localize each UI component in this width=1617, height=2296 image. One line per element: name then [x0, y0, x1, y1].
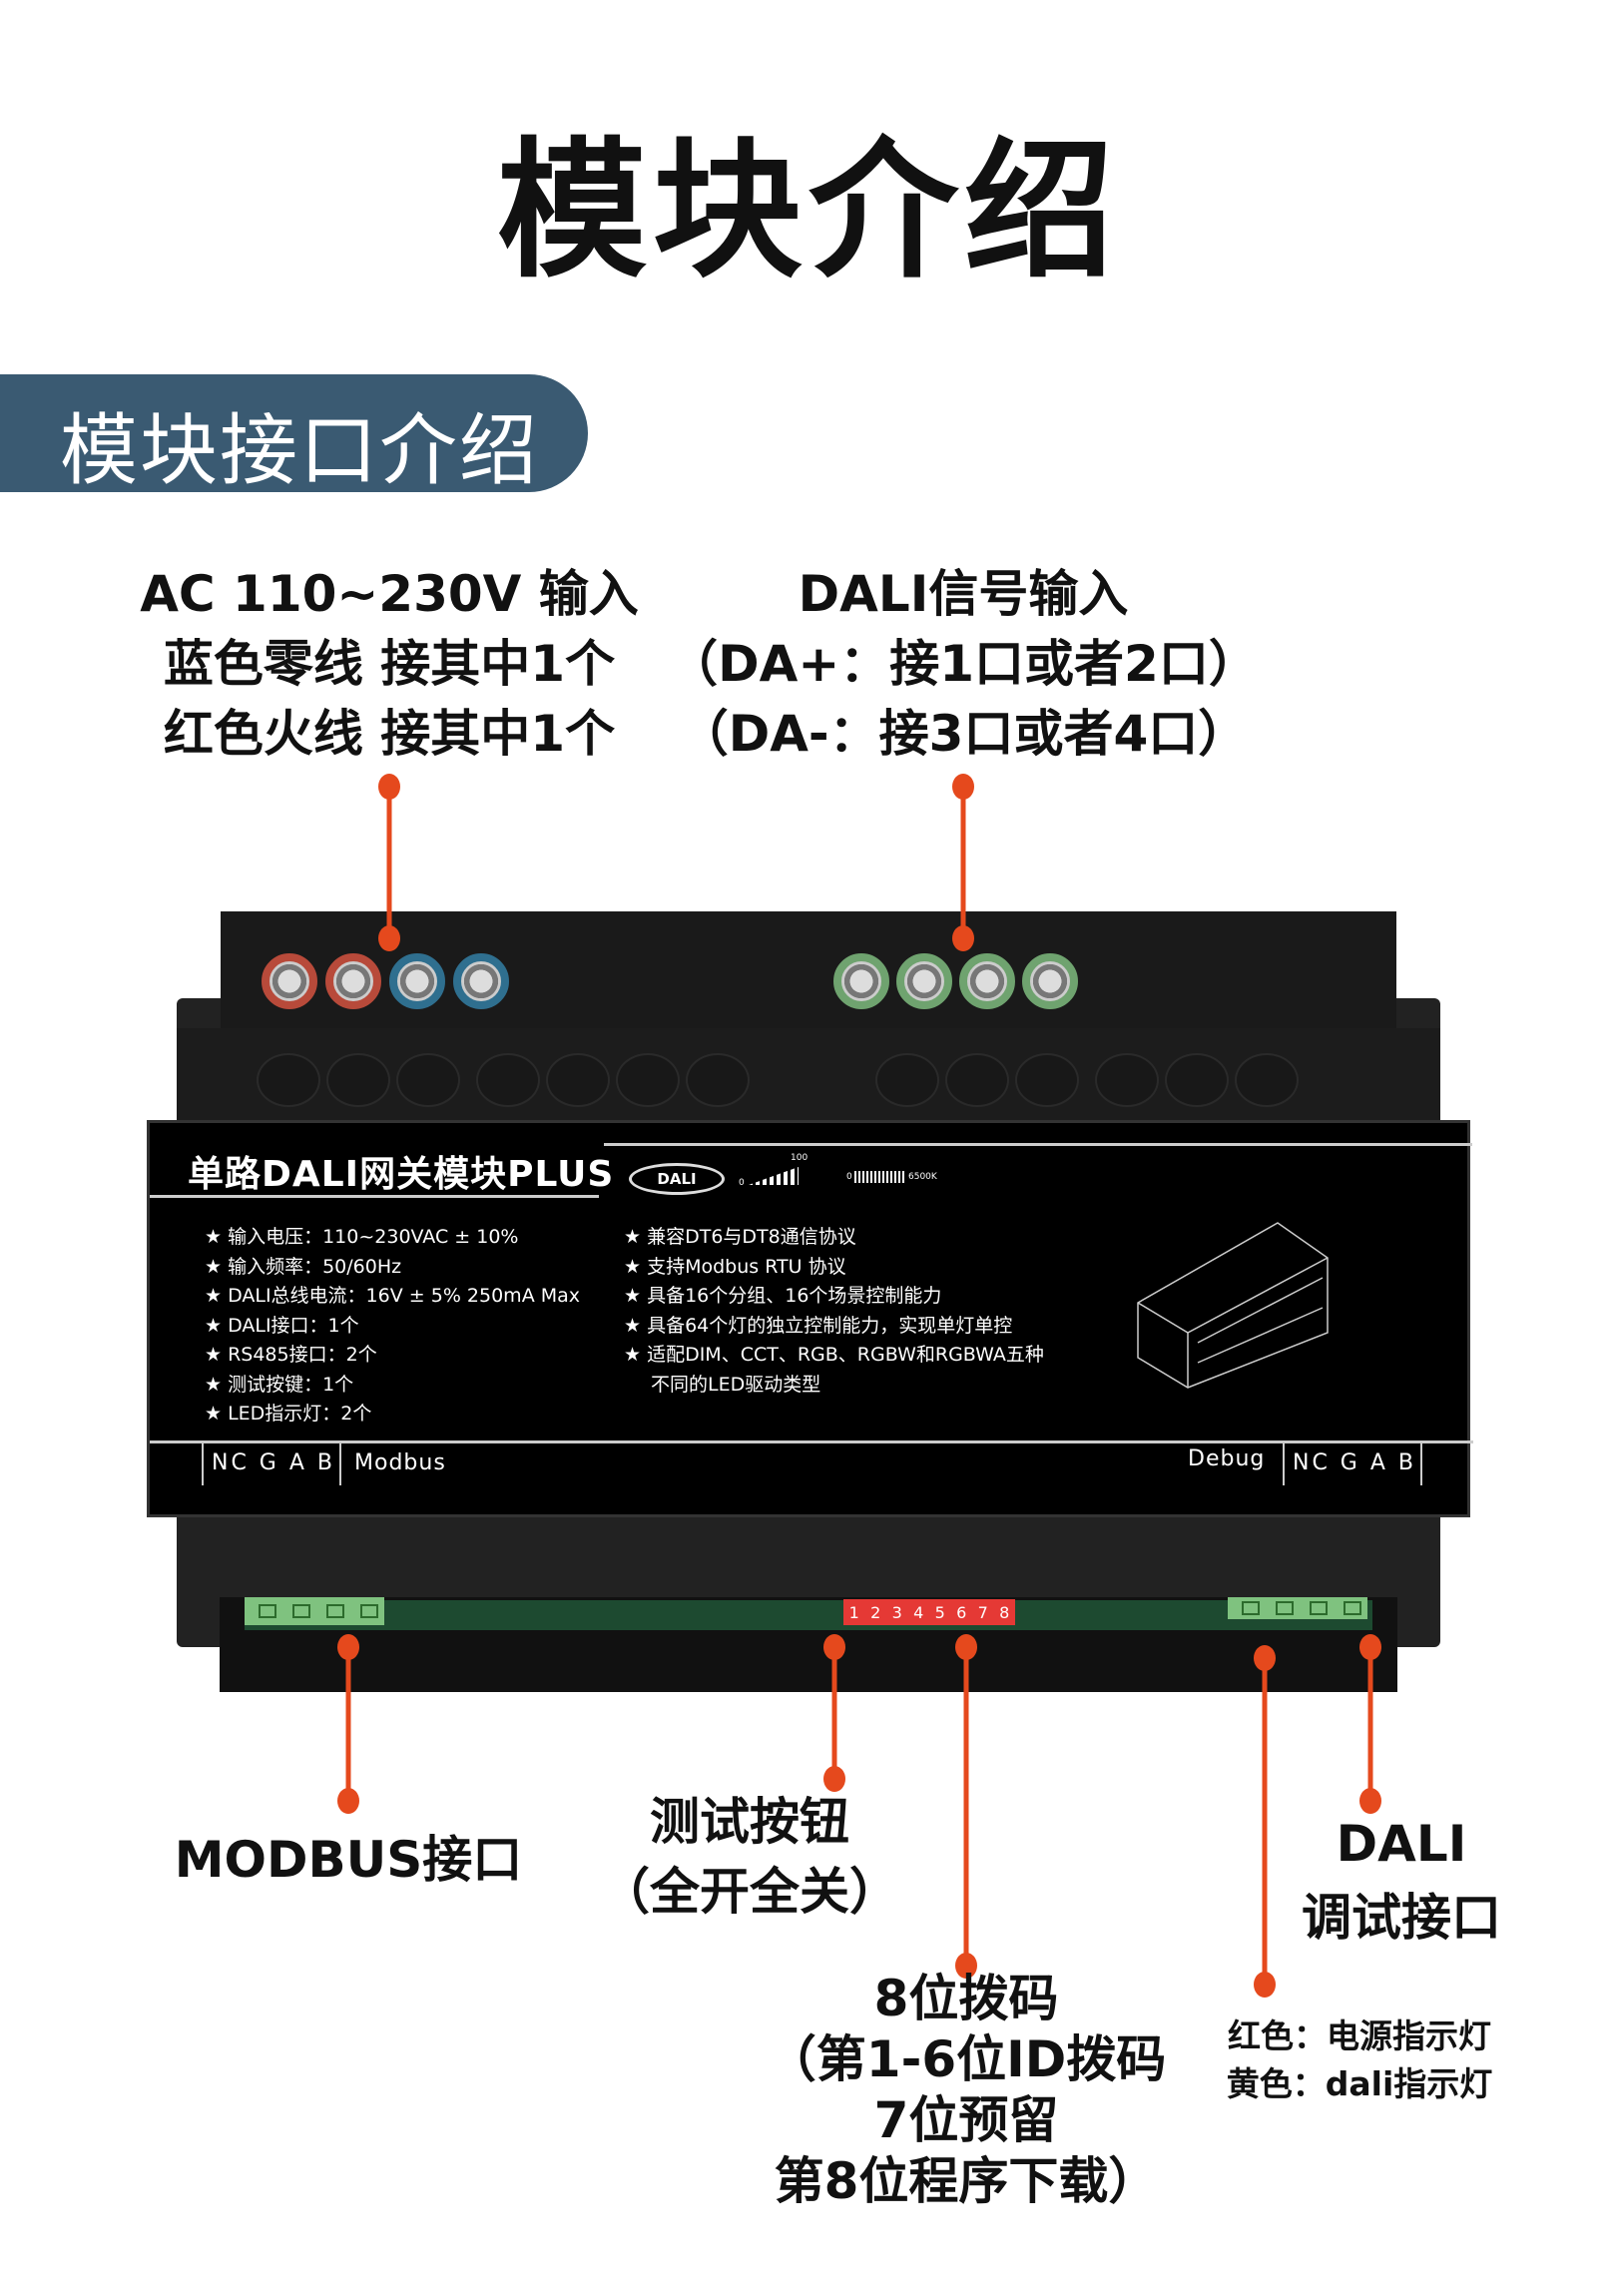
callout-line-dip: [963, 1647, 969, 1966]
callout-line: 黄色：dali指示灯: [1226, 2064, 1493, 2103]
callout-dot: [952, 774, 974, 800]
callout-dot: [378, 925, 400, 951]
section-banner-label: 模块接口介绍: [60, 406, 540, 496]
page-title: 模块介绍: [496, 125, 1120, 298]
callout-dot: [1359, 1788, 1381, 1814]
cct-scale-bars: [854, 1171, 906, 1183]
modbus-label: Modbus: [354, 1450, 446, 1475]
device-line-drawing-icon: [1137, 1222, 1329, 1389]
terminal-dali: [833, 953, 889, 1009]
divider: [604, 1143, 1472, 1146]
callout-line: 7位预留: [873, 2091, 1059, 2149]
divider: [150, 1195, 599, 1198]
dali-debug-callout: DALI 调试接口: [1302, 1807, 1501, 1955]
spec-item: ★ 测试按键：1个: [205, 1373, 354, 1396]
callout-line: AC 110~230V 输入: [140, 565, 639, 623]
spec-item: ★ 支持Modbus RTU 协议: [624, 1255, 846, 1278]
spec-item: ★ 输入频率：50/60Hz: [205, 1255, 402, 1278]
pcb-strip: [245, 1600, 1372, 1630]
callout-line-power: [386, 787, 392, 938]
callout-line-modbus: [345, 1647, 351, 1801]
callout-line: 蓝色零线 接其中1个: [163, 635, 616, 693]
modbus-connector: [245, 1597, 384, 1625]
callout-line: 调试接口: [1302, 1889, 1501, 1947]
terminal-dali: [896, 953, 952, 1009]
callout-line-test: [831, 1647, 837, 1779]
callout-line: （DA-：接3口或者4口）: [678, 705, 1249, 763]
dali-input-callout: DALI信号输入 （DA+：接1口或者2口） （DA-：接3口或者4口）: [668, 559, 1259, 769]
dim-scale-max: 100: [791, 1153, 808, 1163]
callout-line: （第1-6位ID拨码: [766, 2030, 1167, 2088]
callout-line: DALI信号输入: [798, 565, 1129, 623]
debug-label: Debug: [1188, 1446, 1266, 1471]
callout-dot: [952, 925, 974, 951]
callout-dot: [955, 1634, 977, 1660]
terminal-dali: [959, 953, 1015, 1009]
callout-line: 测试按钮: [650, 1793, 849, 1851]
terminal-neutral: [453, 953, 509, 1009]
spec-item: ★ 具备64个灯的独立控制能力，实现单灯单控: [624, 1314, 1013, 1337]
callout-dot: [823, 1766, 845, 1792]
specs-right: ★ 兼容DT6与DT8通信协议 ★ 支持Modbus RTU 协议 ★ 具备16…: [624, 1223, 1044, 1400]
terminal-dali: [1022, 953, 1078, 1009]
callout-dot: [955, 1953, 977, 1979]
modbus-pin-box: [202, 1443, 341, 1485]
callout-line: 红色火线 接其中1个: [163, 705, 616, 763]
debug-pin-box: [1283, 1443, 1422, 1485]
callout-line: 红色：电源指示灯: [1227, 2016, 1491, 2055]
spec-item: ★ 具备16个分组、16个场景控制能力: [624, 1285, 942, 1307]
spec-item: ★ LED指示灯：2个: [205, 1403, 372, 1425]
modbus-callout: MODBUS接口: [175, 1825, 523, 1895]
spec-item: ★ 输入电压：110~230VAC ± 10%: [205, 1226, 519, 1248]
power-input-callout: AC 110~230V 输入 蓝色零线 接其中1个 红色火线 接其中1个: [140, 559, 639, 769]
callout-dot: [823, 1634, 845, 1660]
callout-line: DALI: [1336, 1815, 1467, 1873]
specs-left: ★ 输入电压：110~230VAC ± 10% ★ 输入频率：50/60Hz ★…: [205, 1223, 580, 1430]
spec-item: ★ RS485接口：2个: [205, 1344, 377, 1366]
callout-line-indicator: [1262, 1658, 1268, 1985]
spec-item: 不同的LED驱动类型: [651, 1373, 821, 1396]
divider: [150, 1440, 1473, 1443]
dip-switch-callout: 8位拨码 （第1-6位ID拨码 7位预留 第8位程序下载）: [767, 1969, 1166, 2212]
test-button-callout: 测试按钮 （全开全关）: [600, 1787, 899, 1927]
callout-line: 第8位程序下载）: [774, 2152, 1159, 2210]
section-banner: 模块接口介绍: [0, 374, 588, 496]
cct-scale-min: 0: [846, 1172, 852, 1182]
spec-item: ★ DALI接口：1个: [205, 1314, 359, 1337]
callout-line: 8位拨码: [873, 1970, 1059, 2027]
callout-line-dali-debug: [1367, 1647, 1373, 1801]
callout-line: （DA+：接1口或者2口）: [668, 635, 1259, 693]
spec-item: ★ 兼容DT6与DT8通信协议: [624, 1226, 856, 1248]
callout-dot: [1254, 1645, 1276, 1671]
terminal-neutral: [389, 953, 445, 1009]
terminal-live: [325, 953, 381, 1009]
indicator-callout: 红色：电源指示灯 黄色：dali指示灯: [1227, 2012, 1493, 2108]
terminal-live: [262, 953, 317, 1009]
dim-scale-bars: [749, 1167, 799, 1185]
device-name: 单路DALI网关模块PLUS: [188, 1154, 615, 1195]
callout-dot: [337, 1788, 359, 1814]
callout-line: （全开全关）: [600, 1863, 899, 1921]
callout-dot: [1359, 1634, 1381, 1660]
modbus-pins-label: NC G A B: [212, 1450, 335, 1475]
dali-debug-connector: [1228, 1597, 1367, 1619]
dali-logo: DALI: [629, 1163, 725, 1195]
debug-pins-label: NC G A B: [1293, 1450, 1416, 1475]
callout-dot: [337, 1634, 359, 1660]
callout-dot: [1254, 1972, 1276, 1998]
cct-scale-max: 6500K: [908, 1172, 937, 1182]
device-slots-row: [177, 1028, 1440, 1123]
callout-dot: [378, 774, 400, 800]
callout-line: MODBUS接口: [174, 1831, 523, 1889]
spec-item: ★ 适配DIM、CCT、RGB、RGBW和RGBWA五种: [624, 1344, 1044, 1366]
spec-item: ★ DALI总线电流：16V ± 5% 250mA Max: [205, 1285, 581, 1307]
callout-line-dali: [960, 787, 966, 938]
device-label-panel: 单路DALI网关模块PLUS DALI 0 100 0 6500K ★ 输入电压…: [147, 1120, 1473, 1517]
dim-scale-min: 0: [739, 1178, 745, 1188]
